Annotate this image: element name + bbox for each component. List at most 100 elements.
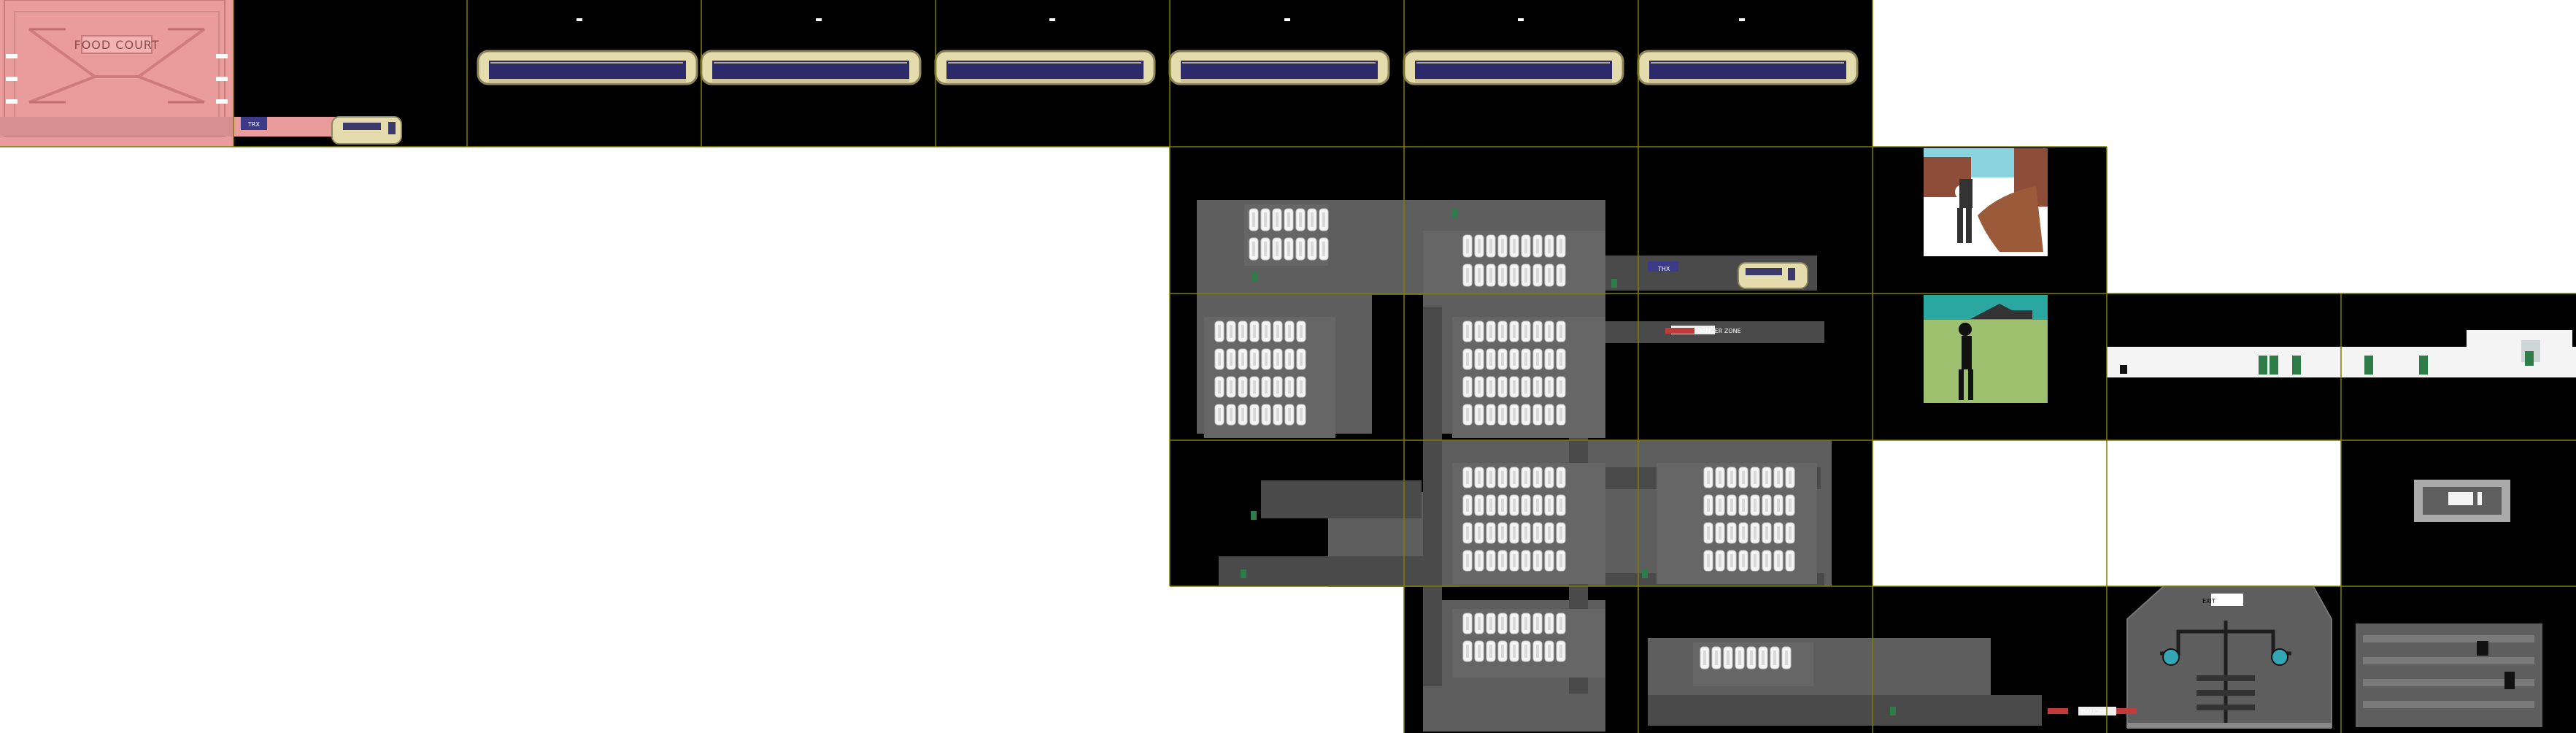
pod-glass [1501,408,1504,421]
pod-glass [1727,651,1729,665]
pod-glass [1742,471,1745,484]
pod-glass [1288,353,1291,366]
pod-glass [1742,499,1745,512]
pod-glass [1524,353,1527,366]
pod-glass [1548,499,1551,512]
train-car [700,50,922,85]
pod-glass [1524,526,1527,540]
pod-glass [1466,645,1469,658]
pod-glass [1478,499,1481,512]
pod-glass [1466,268,1469,283]
pod-glass [1548,325,1551,338]
pod-glass [1707,526,1710,540]
pod-glass [1489,526,1492,540]
pod-glass [1754,471,1756,484]
pod-glass [1750,651,1753,665]
pod-glass [1536,554,1539,567]
pod-glass [1536,645,1539,658]
pod-glass [1253,353,1256,366]
food-court-area: FOOD COURT [0,0,234,137]
pod-glass [1287,212,1290,227]
pod-glass [1241,353,1244,366]
pod-glass [1548,408,1551,421]
pod-glass [1777,471,1780,484]
pod-glass [1501,380,1504,394]
pod-glass [1765,471,1768,484]
pod-glass [1513,239,1516,253]
pod-glass [1466,471,1469,484]
food-court-sign: FOOD COURT [74,38,160,52]
pod-glass [1264,212,1267,227]
pod-glass [1501,554,1504,567]
pod-glass [1513,471,1516,484]
lab-right [2356,623,2542,727]
pod-glass [1265,380,1268,394]
pod-glass [1536,617,1539,630]
pod-glass [1524,239,1527,253]
pod-glass [1742,554,1745,567]
pod-glass [1501,471,1504,484]
pod-glass [1489,645,1492,658]
pod-glass [1730,526,1733,540]
pod-glass [1265,408,1268,421]
pod-glass [1478,471,1481,484]
pod-glass [1548,526,1551,540]
pod-group-8 [1693,642,1813,686]
pod-glass [1548,239,1551,253]
pod-glass [1513,526,1516,540]
pod-glass [1715,651,1718,665]
pod-glass [1218,408,1221,421]
pod-glass [1299,212,1302,227]
pod-glass [1559,554,1562,567]
pod-glass [1276,380,1279,394]
pod-glass [1241,380,1244,394]
pod-glass [1548,554,1551,567]
pod-glass [1742,526,1745,540]
tram-sign: TRX [247,121,260,128]
pod-glass [1536,499,1539,512]
pod-group-4 [1452,317,1605,438]
pod-glass [1785,651,1788,665]
pod-glass [1707,499,1710,512]
pod-glass [1252,242,1255,256]
pod-group-1 [1244,204,1329,266]
pod-glass [1765,526,1768,540]
pod-glass [1754,499,1756,512]
pod-glass [1300,325,1303,338]
train-car [1637,50,1859,85]
small-pod-room [2414,480,2510,522]
pod-glass [1489,471,1492,484]
pod-glass [1478,526,1481,540]
pod-glass [1754,526,1756,540]
pod-glass [1548,617,1551,630]
pod-glass [1288,380,1291,394]
pod-glass [1300,353,1303,366]
pod-glass [1777,499,1780,512]
pod-glass [1548,645,1551,658]
pod-glass [1489,239,1492,253]
pod-glass [1300,408,1303,421]
pod-glass [1789,471,1792,484]
pod-glass [1719,554,1721,567]
pod-glass [1559,645,1562,658]
pod-glass [1311,242,1314,256]
pod-glass [1559,617,1562,630]
pod-glass [1559,380,1562,394]
pod-glass [1253,380,1256,394]
pod-glass [1789,499,1792,512]
pod-glass [1789,554,1792,567]
pod-glass [1478,380,1481,394]
pod-glass [1489,617,1492,630]
pod-glass [1536,268,1539,283]
pod-glass [1524,268,1527,283]
pod-glass [1789,526,1792,540]
pod-glass [1241,408,1244,421]
pod-glass [1501,353,1504,366]
pod-glass [1719,471,1721,484]
pod-group-5 [1452,463,1605,584]
pod-glass [1513,645,1516,658]
pod-glass [1230,325,1233,338]
pod-glass [1218,325,1221,338]
pod-glass [1524,554,1527,567]
